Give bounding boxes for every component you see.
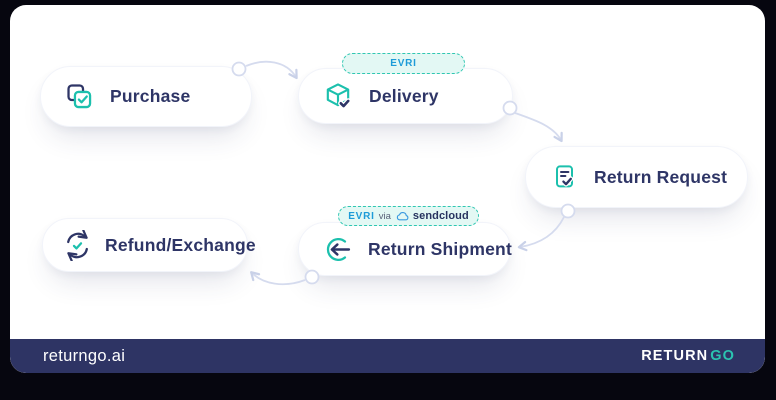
carrier-badge-evri-via-sendcloud: EVRI via sendcloud — [338, 206, 479, 226]
step-delivery: Delivery — [298, 68, 513, 124]
step-return-shipment: Return Shipment — [298, 222, 512, 276]
evri-logo-text: EVRI — [348, 210, 375, 222]
connector-delivery-return-request — [502, 100, 563, 143]
sendcloud-cloud-icon — [396, 211, 409, 221]
package-check-icon — [323, 81, 353, 111]
step-label: Return Shipment — [368, 238, 512, 259]
step-return-request: Return Request — [525, 146, 748, 208]
step-refund-exchange: Refund/Exchange — [42, 218, 256, 272]
arrow-left-circle-icon — [323, 235, 352, 264]
step-label: Purchase — [110, 86, 191, 106]
evri-logo-text: EVRI — [390, 58, 417, 69]
step-label: Refund/Exchange — [105, 234, 256, 255]
logo-return-text: RETURN — [641, 348, 709, 364]
document-check-icon — [550, 163, 578, 191]
step-label: Return Request — [594, 166, 728, 187]
step-label: Delivery — [369, 85, 439, 106]
step-purchase: Purchase — [40, 66, 252, 127]
sendcloud-logo-text: sendcloud — [412, 210, 469, 222]
via-label: via — [378, 210, 391, 222]
flow-card: Purchase Delivery — [10, 5, 765, 373]
logo-go-text: GO — [710, 348, 735, 364]
refresh-check-icon — [62, 229, 93, 261]
connector-return-shipment-refund — [250, 269, 320, 286]
carrier-badge-evri: EVRI — [342, 53, 465, 74]
connector-return-request-return-shipment — [517, 203, 576, 252]
footer-site-url: returngo.ai — [43, 346, 126, 365]
copy-check-icon — [65, 82, 94, 111]
